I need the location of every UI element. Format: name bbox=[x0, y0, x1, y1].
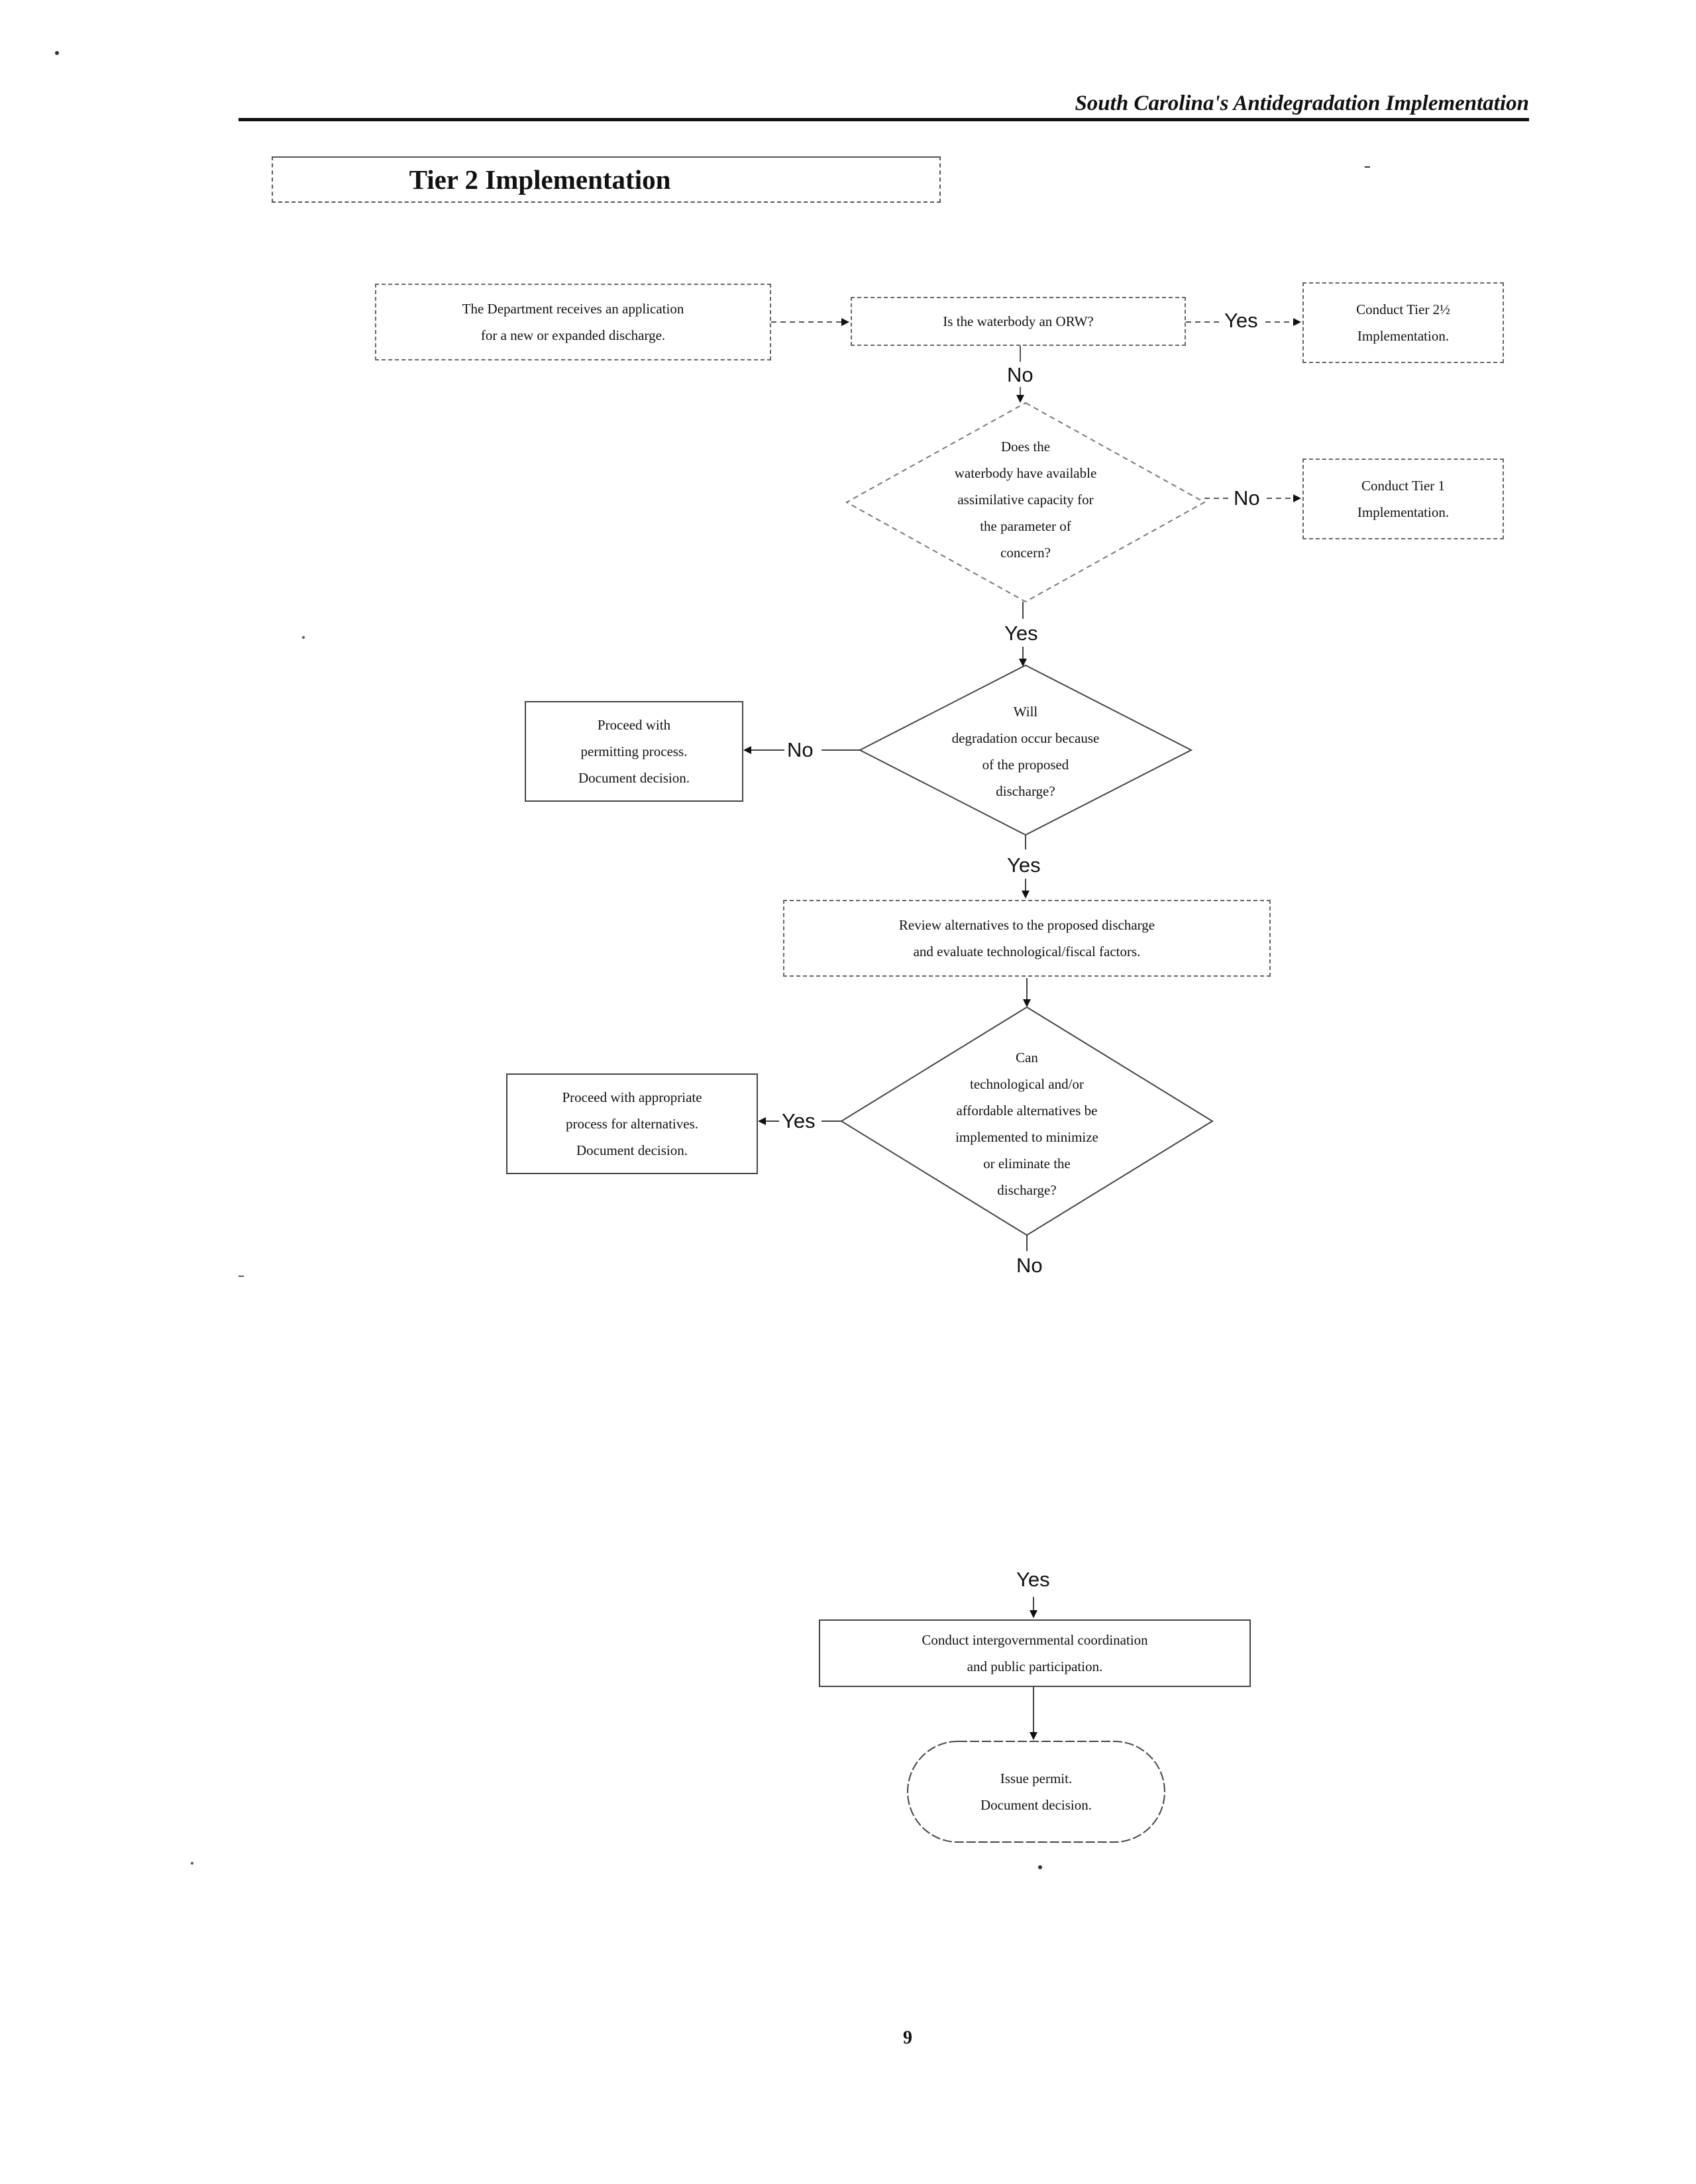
decision-degradation-line: Will bbox=[1013, 704, 1038, 720]
terminal-issue-permit: Issue permit. Document decision. bbox=[908, 1765, 1165, 1818]
proceed-permitting-line: Proceed with bbox=[597, 717, 671, 733]
edge-label-degradation-yes: Yes bbox=[1004, 853, 1043, 877]
section-title-box: Tier 2 Implementation bbox=[272, 156, 941, 203]
decision-capacity-line: the parameter of bbox=[980, 518, 1071, 534]
decision-alternatives-line: affordable alternatives be bbox=[956, 1103, 1098, 1119]
review-alternatives-line: and evaluate technological/fiscal factor… bbox=[913, 944, 1141, 959]
decision-alternatives-line: implemented to minimize bbox=[955, 1129, 1098, 1145]
terminal-issue-permit-shape bbox=[907, 1741, 1165, 1843]
tier-2-half-line: Implementation. bbox=[1357, 328, 1450, 344]
tier-1-line: Implementation. bbox=[1357, 504, 1450, 520]
decision-alternatives-line: Can bbox=[1016, 1050, 1038, 1065]
review-alternatives-line: Review alternatives to the proposed disc… bbox=[898, 917, 1155, 933]
decision-alternatives-text: Can technological and/or affordable alte… bbox=[908, 1044, 1146, 1203]
edge-label-orw-no: No bbox=[1004, 363, 1036, 387]
edge-label-continuation-yes: Yes bbox=[1014, 1568, 1053, 1592]
decision-alternatives-line: discharge? bbox=[997, 1182, 1057, 1198]
coordination-line: and public participation. bbox=[967, 1659, 1103, 1674]
coordination-box: Conduct intergovernmental coordination a… bbox=[819, 1619, 1251, 1687]
page-number: 9 bbox=[903, 2028, 912, 2048]
section-title: Tier 2 Implementation bbox=[409, 164, 671, 195]
decision-orw-text: Is the waterbody an ORW? bbox=[943, 313, 1094, 329]
proceed-alternatives-box: Proceed with appropriate process for alt… bbox=[506, 1073, 758, 1174]
decision-degradation-line: discharge? bbox=[996, 783, 1055, 799]
decision-alternatives-line: or eliminate the bbox=[983, 1156, 1071, 1172]
proceed-alternatives-line: Proceed with appropriate bbox=[562, 1089, 702, 1105]
decision-capacity-line: waterbody have available bbox=[954, 465, 1097, 481]
terminal-line: Document decision. bbox=[980, 1797, 1092, 1813]
coordination-line: Conduct intergovernmental coordination bbox=[922, 1632, 1148, 1648]
decision-capacity-diamond bbox=[845, 402, 1206, 603]
decision-degradation-line: of the proposed bbox=[982, 757, 1069, 773]
tier-2-half-box: Conduct Tier 2½ Implementation. bbox=[1302, 282, 1504, 363]
start-box-line: The Department receives an application bbox=[462, 301, 684, 317]
edge-label-orw-yes: Yes bbox=[1222, 309, 1261, 333]
review-alternatives-box: Review alternatives to the proposed disc… bbox=[783, 900, 1271, 977]
decision-alternatives-line: technological and/or bbox=[969, 1076, 1085, 1092]
edge-label-degradation-no: No bbox=[784, 738, 816, 762]
edge-label-capacity-no: No bbox=[1231, 486, 1263, 510]
proceed-permitting-box: Proceed with permitting process. Documen… bbox=[525, 701, 743, 802]
decision-orw-box: Is the waterbody an ORW? bbox=[851, 297, 1186, 346]
start-box: The Department receives an application f… bbox=[375, 284, 771, 360]
edge-label-alternatives-yes: Yes bbox=[779, 1109, 818, 1133]
tier-1-line: Conduct Tier 1 bbox=[1361, 478, 1446, 494]
proceed-permitting-line: permitting process. bbox=[580, 743, 688, 759]
running-header-title: South Carolina's Antidegradation Impleme… bbox=[1075, 91, 1529, 115]
header-rule bbox=[238, 118, 1529, 121]
decision-degradation-line: degradation occur because bbox=[951, 730, 1100, 746]
decision-capacity-line: assimilative capacity for bbox=[957, 492, 1094, 508]
terminal-line: Issue permit. bbox=[1000, 1771, 1073, 1786]
proceed-alternatives-line: process for alternatives. bbox=[565, 1116, 698, 1132]
tier-2-half-line: Conduct Tier 2½ bbox=[1356, 301, 1450, 317]
edge-label-alternatives-no: No bbox=[1014, 1254, 1045, 1278]
tier-1-box: Conduct Tier 1 Implementation. bbox=[1302, 459, 1504, 539]
decision-capacity-text: Does the waterbody have available assimi… bbox=[893, 433, 1158, 566]
decision-degradation-text: Will degradation occur because of the pr… bbox=[906, 698, 1145, 804]
proceed-alternatives-line: Document decision. bbox=[576, 1142, 688, 1158]
decision-capacity-line: concern? bbox=[1000, 545, 1051, 561]
decision-capacity-line: Does the bbox=[1000, 439, 1051, 455]
proceed-permitting-line: Document decision. bbox=[578, 770, 690, 786]
start-box-line: for a new or expanded discharge. bbox=[480, 327, 666, 343]
edge-label-capacity-yes: Yes bbox=[1002, 622, 1041, 645]
